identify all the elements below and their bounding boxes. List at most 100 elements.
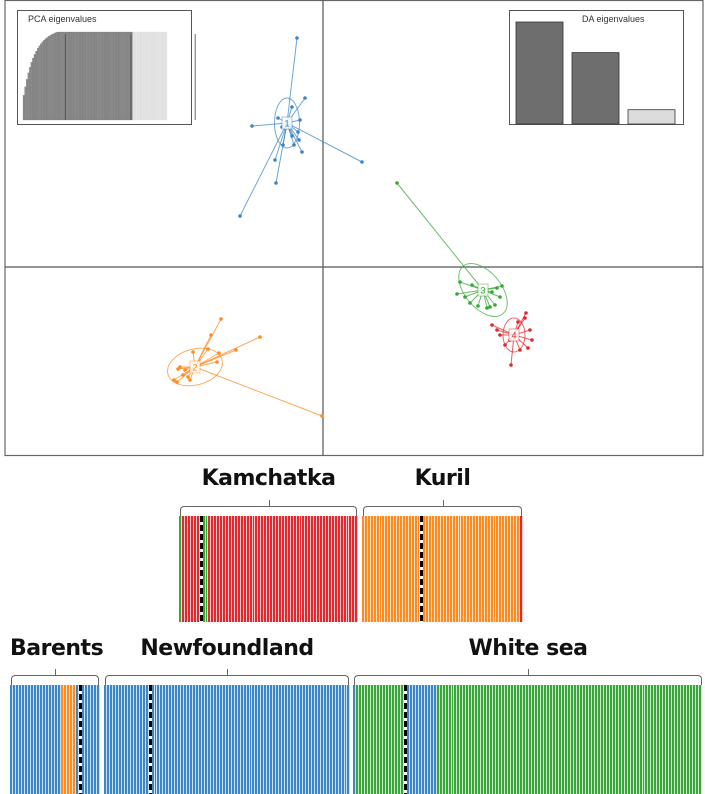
individual-bar-cluster-3 xyxy=(457,685,461,794)
individual-bar-cluster-4 xyxy=(270,516,274,622)
cluster-label: 3 xyxy=(480,286,485,296)
individual-bar-cluster-3 xyxy=(370,685,374,794)
individual-bar-cluster-4 xyxy=(278,516,282,622)
da-eigenvalue-bar xyxy=(571,52,620,125)
individual-bar-cluster-1 xyxy=(264,685,268,794)
individual-bar-cluster-3 xyxy=(367,685,371,794)
data-point xyxy=(490,290,494,294)
individual-bar-cluster-1 xyxy=(228,685,232,794)
individual-bar-cluster-1 xyxy=(332,685,336,794)
individual-bar-cluster-2 xyxy=(367,516,371,622)
individual-bar-cluster-3 xyxy=(508,685,512,794)
individual-bar-cluster-4 xyxy=(320,516,323,622)
individual-bar-cluster-1 xyxy=(181,685,185,794)
data-point xyxy=(206,347,210,351)
data-point xyxy=(470,283,474,287)
individual-bar-cluster-1 xyxy=(154,685,158,794)
data-point xyxy=(526,346,530,350)
pca-eigenvalue-bar xyxy=(140,31,143,121)
individual-bar-cluster-1 xyxy=(121,685,125,794)
individual-bar-cluster-1 xyxy=(97,685,100,794)
individual-bar-cluster-2 xyxy=(440,516,444,622)
membership-bars xyxy=(179,516,359,622)
individual-bar-cluster-1 xyxy=(314,685,318,794)
data-point xyxy=(476,304,480,308)
individual-bar-cluster-4 xyxy=(314,516,318,622)
individual-bar-cluster-3 xyxy=(541,685,545,794)
individual-bar-cluster-3 xyxy=(555,685,559,794)
individual-bar-cluster-3 xyxy=(499,685,503,794)
pca-eigenvalue-bar xyxy=(36,48,39,121)
data-point xyxy=(176,367,180,371)
individual-bar-cluster-3 xyxy=(490,685,494,794)
pca-eigenvalue-bar xyxy=(99,31,102,121)
data-point xyxy=(498,295,502,299)
individual-bar-cluster-3 xyxy=(400,685,404,794)
individual-bar-cluster-3 xyxy=(535,685,539,794)
individual-bar-cluster-4 xyxy=(252,516,256,622)
pca-eigenvalue-bar xyxy=(22,95,25,121)
individual-bar-cluster-2 xyxy=(511,516,515,622)
individual-bar-cluster-2 xyxy=(394,516,398,622)
individual-bar-cluster-3 xyxy=(439,685,443,794)
individual-bar-cluster-3 xyxy=(532,685,536,794)
individual-bar-cluster-4 xyxy=(261,516,265,622)
individual-bar-cluster-1 xyxy=(139,685,143,794)
individual-bar-cluster-3 xyxy=(570,685,574,794)
membership-bars xyxy=(362,516,523,622)
pca-eigenvalue-bar xyxy=(151,31,154,121)
individual-bar-cluster-2 xyxy=(402,516,406,622)
data-point xyxy=(250,124,254,128)
individual-bar-cluster-2 xyxy=(411,516,415,622)
individual-bar-cluster-3 xyxy=(466,685,470,794)
pca-eigenvalue-bar xyxy=(110,31,113,121)
inertia-ellipse xyxy=(167,347,223,387)
individual-bar-cluster-1 xyxy=(302,685,306,794)
data-point xyxy=(297,138,301,142)
individual-bar-cluster-1 xyxy=(252,685,256,794)
pca-eigenvalue-bar xyxy=(143,31,146,121)
individual-bar-cluster-2 xyxy=(385,516,389,622)
individual-bar-cluster-1 xyxy=(320,685,324,794)
pca-eigenvalue-bar xyxy=(124,31,127,121)
individual-bar-cluster-3 xyxy=(645,685,649,794)
individual-bar-cluster-3 xyxy=(549,685,553,794)
individual-bar-cluster-1 xyxy=(175,685,179,794)
individual-bar-cluster-1 xyxy=(409,685,413,794)
individual-bar-cluster-2 xyxy=(470,516,474,622)
pca-eigenvalue-bar xyxy=(57,31,60,121)
individual-bar-cluster-4 xyxy=(240,516,244,622)
individual-bar-cluster-1 xyxy=(433,685,437,794)
bracket-tick xyxy=(227,669,228,675)
individual-bar-cluster-1 xyxy=(184,685,188,794)
data-point xyxy=(186,375,190,379)
individual-bar-cluster-1 xyxy=(199,685,202,794)
individual-bar-cluster-1 xyxy=(237,685,241,794)
individual-bar-cluster-2 xyxy=(458,516,462,622)
individual-bar-cluster-1 xyxy=(151,685,155,794)
individual-bar-cluster-4 xyxy=(325,516,329,622)
individual-bar-cluster-3 xyxy=(627,685,631,794)
individual-bar-cluster-2 xyxy=(464,516,468,622)
pca-eigenvalue-bar xyxy=(77,31,80,121)
individual-bar-cluster-1 xyxy=(85,685,88,794)
individual-bar-cluster-1 xyxy=(249,685,253,794)
pca-eigenvalue-bar xyxy=(104,31,107,121)
individual-bar-cluster-3 xyxy=(382,685,386,794)
individual-bar-cluster-1 xyxy=(43,685,46,794)
individual-bar-cluster-1 xyxy=(187,685,191,794)
individual-bar-cluster-3 xyxy=(552,685,556,794)
pca-eigenvalue-bar xyxy=(85,31,88,121)
individual-bar-cluster-3 xyxy=(202,516,206,622)
individual-bar-cluster-1 xyxy=(31,685,34,794)
individual-bar-cluster-2 xyxy=(516,516,520,622)
da-eigenvalues-inset: DA eigenvalues xyxy=(509,10,684,125)
pca-eigenvalue-bar xyxy=(159,31,161,121)
spoke-line xyxy=(239,122,288,217)
individual-bar-cluster-3 xyxy=(358,685,362,794)
individual-bar-cluster-3 xyxy=(675,685,679,794)
pca-eigenvalue-bar xyxy=(93,31,96,121)
pca-inset-title: PCA eigenvalues xyxy=(28,14,97,24)
data-point xyxy=(292,143,296,147)
data-point xyxy=(503,343,507,347)
